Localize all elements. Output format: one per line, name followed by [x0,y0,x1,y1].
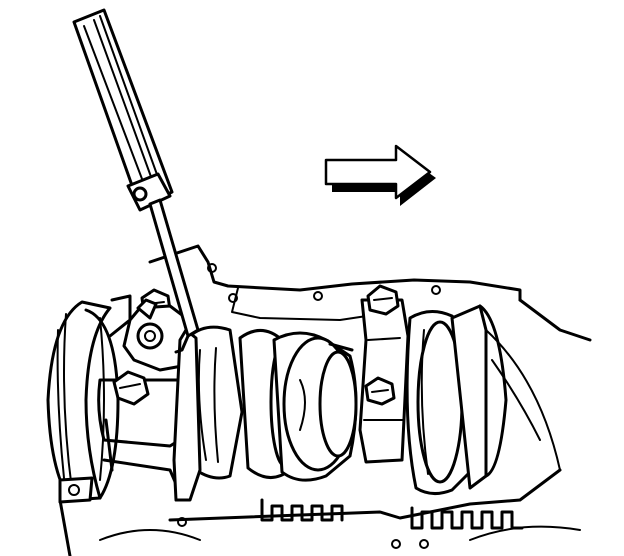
cover-bracket [122,298,194,372]
crankshaft [172,284,561,502]
harmonic-balancer [46,300,178,504]
engine-block [58,244,592,556]
pry-bar [72,8,200,354]
direction-arrow-right [324,144,436,206]
oil-pan-rail [260,498,524,530]
